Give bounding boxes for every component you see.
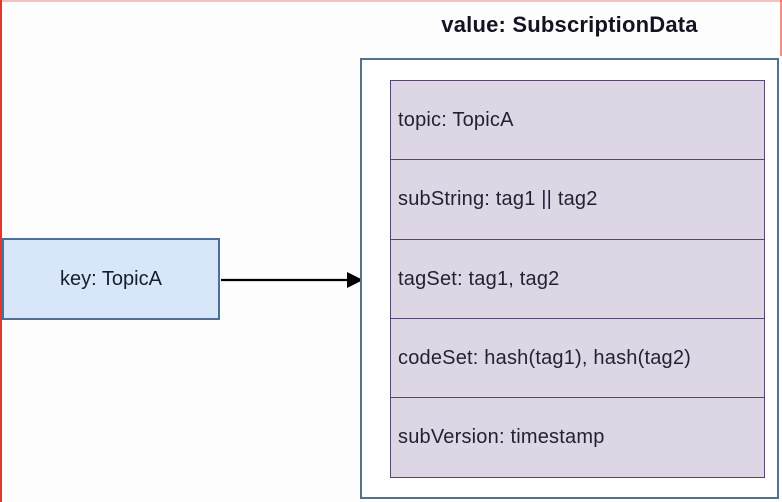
field-label-tagset: tagSet: tag1, tag2 [398,267,560,290]
field-label-codeset: codeSet: hash(tag1), hash(tag2) [398,346,692,369]
value-field-row-subversion: subVersion: timestamp [390,397,765,478]
arrowhead-icon [347,272,363,288]
value-field-list: topic: TopicA subString: tag1 || tag2 ta… [390,80,765,478]
red-border-bottom-left [0,488,2,502]
value-field-row-substring: subString: tag1 || tag2 [390,159,765,241]
value-field-row-codeset: codeSet: hash(tag1), hash(tag2) [390,317,765,399]
value-field-row-tagset: tagSet: tag1, tag2 [390,238,765,320]
value-box-title: value: SubscriptionData [441,12,698,37]
red-border-right [780,0,782,56]
key-node-label: key: TopicA [60,267,162,290]
field-label-subversion: subVersion: timestamp [398,426,605,449]
key-node: key: TopicA [2,238,220,320]
field-label-topic: topic: TopicA [398,108,514,131]
red-border-left [0,0,2,502]
value-field-row-topic: topic: TopicA [390,80,765,161]
red-border-top [0,0,782,2]
key-to-value-arrow [221,272,363,288]
field-label-substring: subString: tag1 || tag2 [398,188,598,211]
